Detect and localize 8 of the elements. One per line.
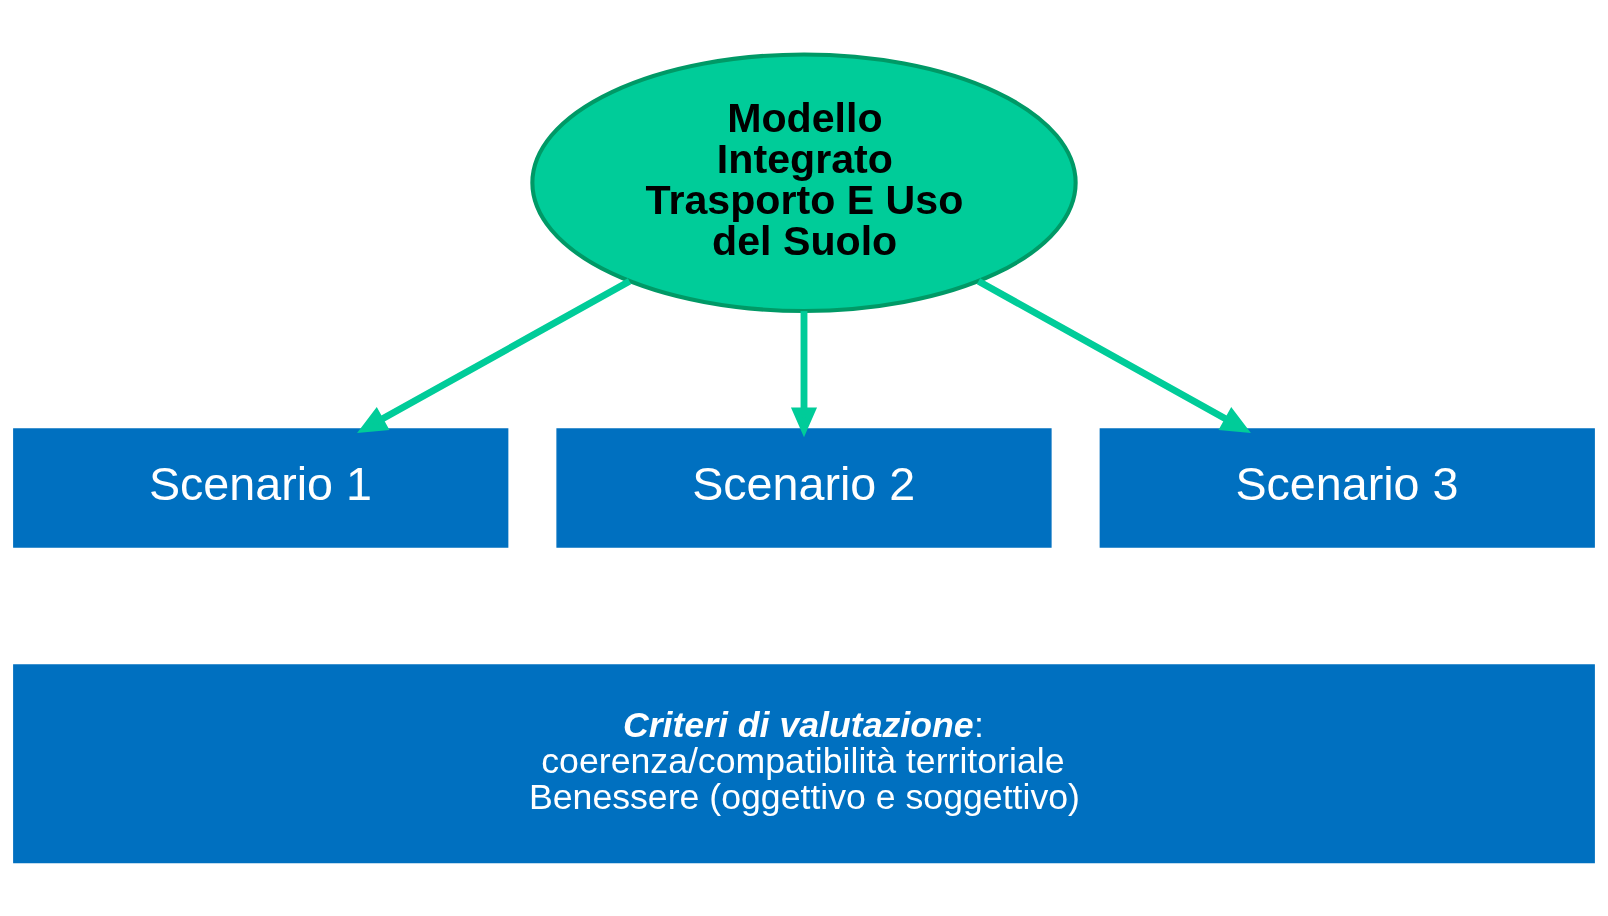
node-ellipse: Modello Integrato Trasporto E Uso del Suolo <box>530 51 1078 313</box>
node-box: Scenario 2 <box>556 427 1052 548</box>
node-box: Criteri di valutazione: coerenza/compatibilità territoriale Benessere (oggettivo e soggettivo) <box>13 663 1595 863</box>
arrow <box>976 277 1251 433</box>
arrow <box>790 310 818 437</box>
node-box: Scenario 3 <box>1099 427 1595 548</box>
node-box: Scenario 1 <box>13 427 509 548</box>
arrow <box>357 277 632 433</box>
